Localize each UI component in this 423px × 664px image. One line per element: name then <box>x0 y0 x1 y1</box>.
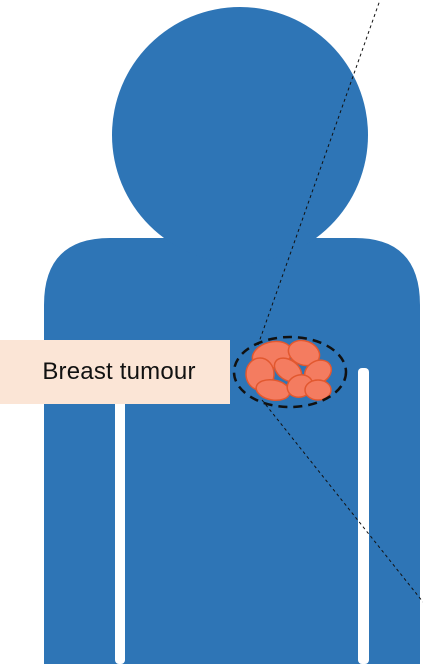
right-arm-gap <box>358 368 369 664</box>
tumour-label: Breast tumour <box>42 358 195 386</box>
tumour-label-box: Breast tumour <box>0 340 230 404</box>
neck-silhouette <box>190 215 305 255</box>
left-arm-gap <box>115 400 125 664</box>
